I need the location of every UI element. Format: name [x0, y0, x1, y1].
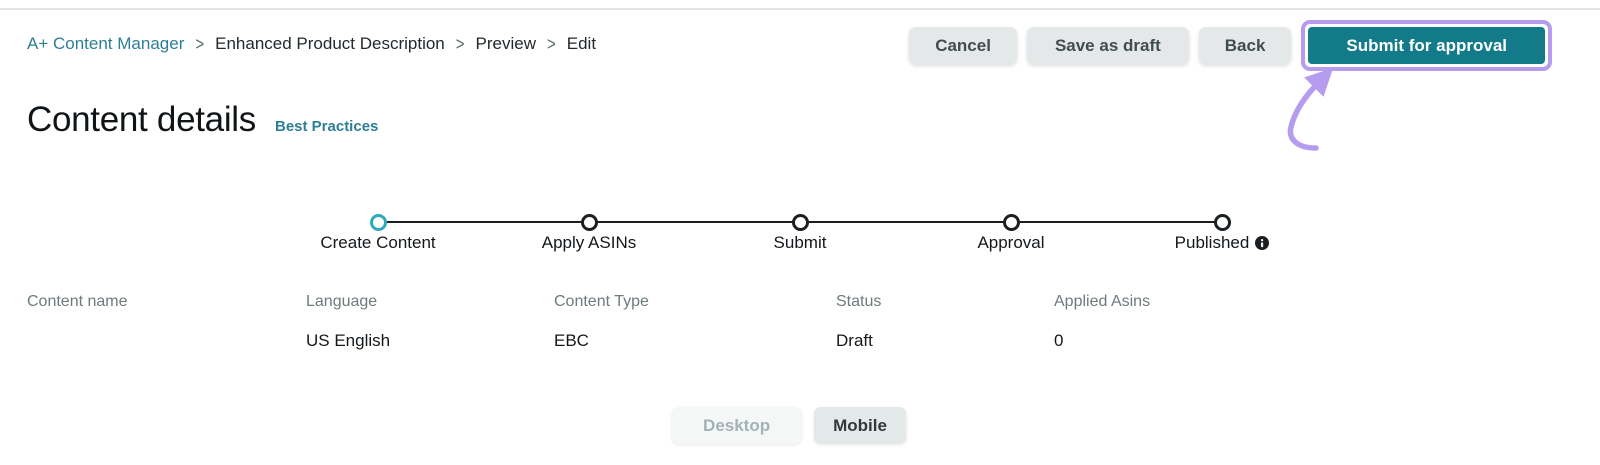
chevron-right-icon: > — [547, 33, 556, 55]
field-label: Status — [836, 293, 882, 310]
step-label-published: Published — [1112, 233, 1332, 253]
save-as-draft-button[interactable]: Save as draft — [1026, 27, 1189, 64]
step-dot-approval — [1003, 214, 1020, 231]
field-label: Content name — [27, 293, 128, 310]
top-divider — [0, 8, 1600, 10]
field-value: Draft — [836, 331, 873, 350]
field-content-type: Content Type EBC — [554, 293, 649, 351]
field-applied-asins: Applied Asins 0 — [1054, 293, 1150, 351]
toolbar: Cancel Save as draft Back Submit for app… — [909, 20, 1552, 71]
field-value: US English — [306, 331, 391, 350]
field-value: EBC — [554, 331, 589, 350]
step-label-text: Submit — [773, 233, 827, 252]
step-label-text: Approval — [977, 233, 1045, 252]
preview-toggle: Desktop Mobile — [672, 407, 906, 444]
breadcrumb-item-content-manager[interactable]: A+ Content Manager — [27, 34, 185, 53]
field-status: Status Draft — [836, 293, 881, 351]
field-language: Language US English — [306, 293, 390, 351]
step-dot-published — [1214, 214, 1231, 231]
step-label-text: Create Content — [320, 233, 436, 252]
step-label-approval: Approval — [901, 233, 1121, 253]
step-label-submit: Submit — [690, 233, 910, 253]
step-label-apply-asins: Apply ASINs — [479, 233, 699, 253]
field-content-name: Content name — [27, 293, 128, 331]
step-dot-submit — [792, 214, 809, 231]
breadcrumb-item-edit: Edit — [566, 34, 597, 53]
chevron-right-icon: > — [195, 33, 205, 55]
step-label-create-content: Create Content — [268, 233, 488, 253]
chevron-right-icon: > — [455, 33, 465, 55]
breadcrumb: A+ Content Manager > Enhanced Product De… — [27, 33, 597, 55]
field-label: Content Type — [554, 293, 649, 310]
step-label-text: Published — [1174, 233, 1250, 252]
page-title: Content details — [27, 100, 256, 139]
best-practices-link[interactable]: Best Practices — [274, 118, 379, 135]
submit-for-approval-button[interactable]: Submit for approval — [1308, 27, 1545, 64]
step-dot-apply-asins — [581, 214, 598, 231]
desktop-toggle-button[interactable]: Desktop — [672, 407, 802, 444]
step-dot-create-content — [370, 214, 387, 231]
title-row: Content details Best Practices — [27, 100, 378, 140]
field-label: Applied Asins — [1054, 293, 1151, 310]
cancel-button[interactable]: Cancel — [909, 27, 1017, 64]
back-button[interactable]: Back — [1198, 27, 1292, 64]
step-label-text: Apply ASINs — [541, 233, 637, 252]
breadcrumb-item-enhanced-product-description[interactable]: Enhanced Product Description — [215, 34, 445, 53]
breadcrumb-item-preview[interactable]: Preview — [475, 34, 536, 53]
field-label: Language — [306, 293, 378, 310]
field-value: 0 — [1054, 331, 1064, 350]
info-icon[interactable] — [1255, 236, 1270, 250]
mobile-toggle-button[interactable]: Mobile — [814, 407, 906, 444]
annotation-highlight-frame: Submit for approval — [1301, 20, 1552, 71]
